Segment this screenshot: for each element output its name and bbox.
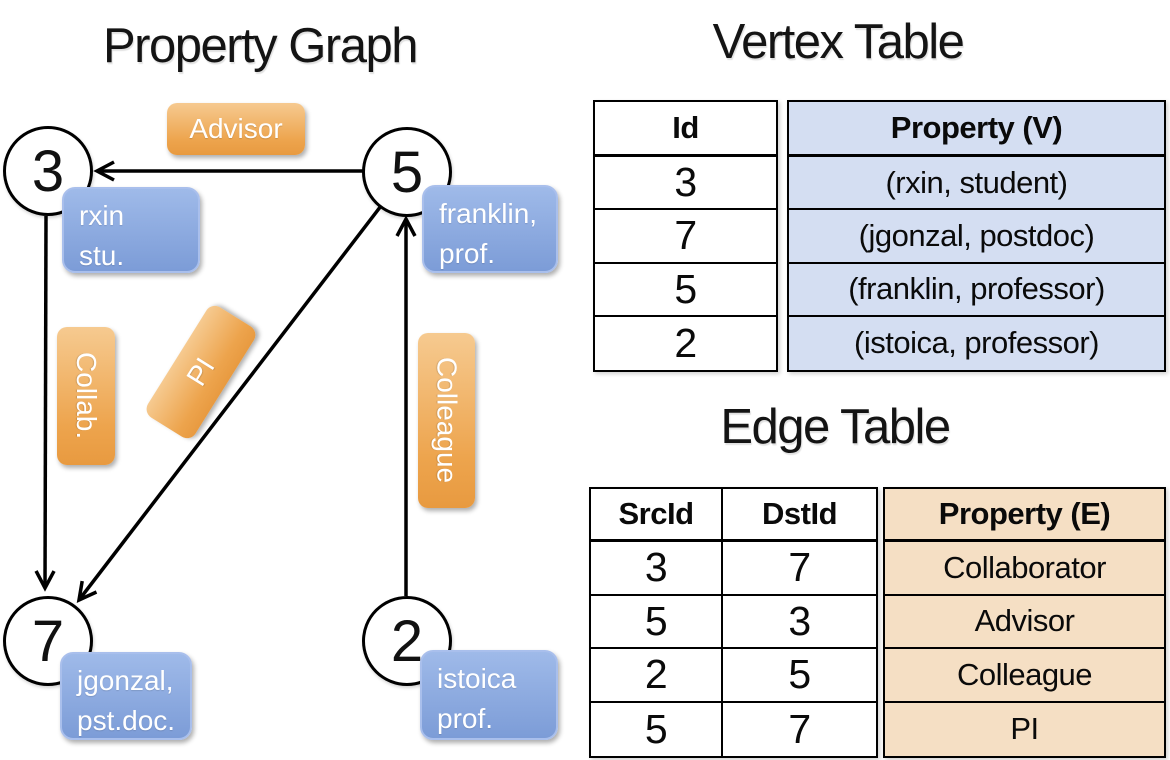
vertex-property-box-7: jgonzal, pst.doc. [60,652,192,740]
edge-arrow-3-to-7 [34,215,56,592]
edge-table-title: Edge Table [720,400,951,454]
edge-table-cell-property: PI [1010,711,1039,747]
edge-table-cell-property: Colleague [885,649,1164,703]
vertex-table-cell-property: (jgonzal, postdoc) [789,210,1164,264]
edge-table-property-column: Property (E) Collaborator Advisor Collea… [883,487,1166,758]
edge-table-id-columns: SrcId DstId 3 7 5 3 2 5 5 7 [589,487,878,758]
vertex-property-box-3: rxin stu. [62,187,200,273]
vertex-property-text: prof. [439,237,496,269]
edge-table-cell-dstid: 7 [788,705,811,752]
vertex-property-text: stu. [79,239,125,271]
vertex-property-text: pst.doc. [77,704,176,736]
vertex-table-title: Vertex Table [712,15,965,69]
edge-table-cell-srcid: 3 [591,542,723,596]
property-graph-title: Property Graph [103,19,419,73]
edge-label-collab: Collab. [57,327,115,465]
edge-table-cell-dstid: 7 [723,542,876,596]
edge-table-cell-property: Collaborator [885,542,1164,596]
edge-arrow-5-to-7 [76,170,409,603]
vertex-table-cell-property: (istoica, professor) [854,325,1099,361]
graph-node-3: 3 [3,126,93,216]
edge-label-advisor: Advisor [167,103,305,155]
vertex-table-cell-id: 2 [674,319,697,366]
edge-table-cell-srcid: 5 [591,595,723,649]
edge-table-cell-srcid: 5 [591,702,723,756]
vertex-table-cell-property: (rxin, student) [789,157,1164,211]
vertex-table-header-property: Property (V) [789,102,1164,157]
vertex-table-header-id: Id [595,102,776,157]
vertex-property-text: jgonzal, [77,665,174,696]
edge-table-cell-dstid: 5 [723,649,876,703]
edge-table-header-srcid: SrcId [591,489,723,542]
edge-label-colleague: Colleague [418,333,475,508]
edge-table-cell-dstid: 3 [723,596,876,649]
edge-table-header-dstid: DstId [723,489,876,542]
vertex-table-property-column: Property (V) (rxin, student) (jgonzal, p… [787,100,1166,372]
vertex-table-cell-id: 7 [595,210,776,264]
vertex-table-cell-property: (franklin, professor) [789,264,1164,317]
vertex-property-box-2: istoica prof. [420,650,558,740]
vertex-property-text: istoica [437,663,517,694]
edge-table-cell-srcid: 2 [591,649,723,703]
edge-table-cell-property: Advisor [885,596,1164,649]
vertex-property-text: rxin [79,200,125,231]
vertex-property-box-5: franklin, prof. [422,185,558,273]
vertex-table-cell-id: 3 [595,157,776,211]
edge-table-header-property: Property (E) [885,489,1164,542]
vertex-property-text: prof. [437,702,494,734]
vertex-table-id-column: Id 3 7 5 2 [593,100,778,372]
vertex-property-text: franklin, [439,198,538,229]
vertex-table-cell-id: 5 [595,264,776,317]
